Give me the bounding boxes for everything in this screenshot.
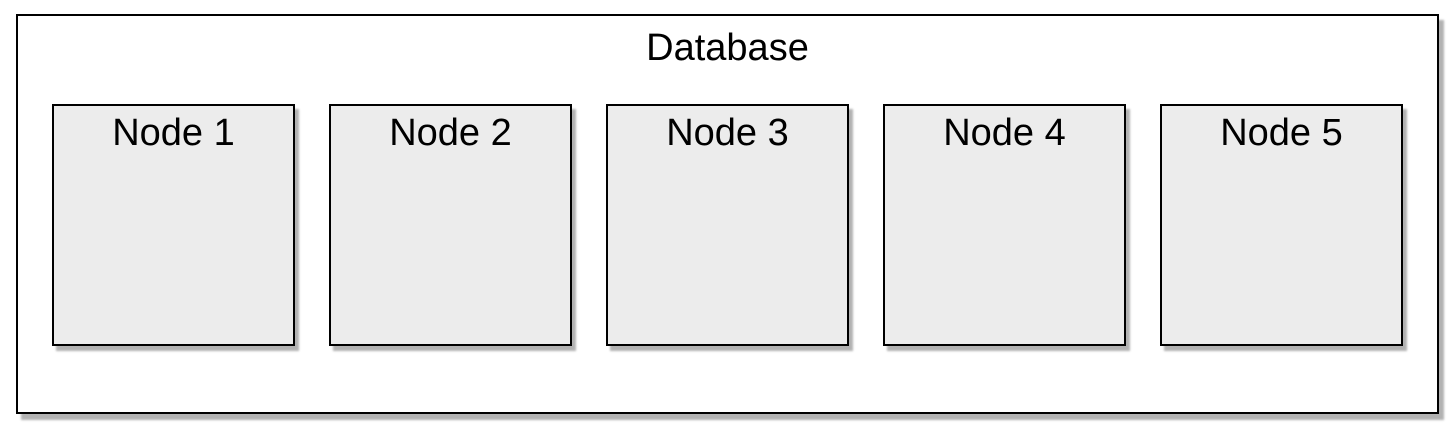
node-box-3: Node 3 [606,104,849,346]
diagram-title: Database [646,27,809,69]
node-box-1: Node 1 [52,104,295,346]
node-label: Node 5 [1220,112,1343,154]
nodes-row: Node 1 Node 2 Node 3 Node 4 Node 5 [52,104,1403,346]
database-container: Database Node 1 Node 2 Node 3 Node 4 Nod… [16,14,1439,414]
node-label: Node 1 [112,112,235,154]
node-label: Node 2 [389,112,512,154]
node-label: Node 4 [943,112,1066,154]
node-label: Node 3 [666,112,789,154]
node-box-5: Node 5 [1160,104,1403,346]
node-box-2: Node 2 [329,104,572,346]
node-box-4: Node 4 [883,104,1126,346]
